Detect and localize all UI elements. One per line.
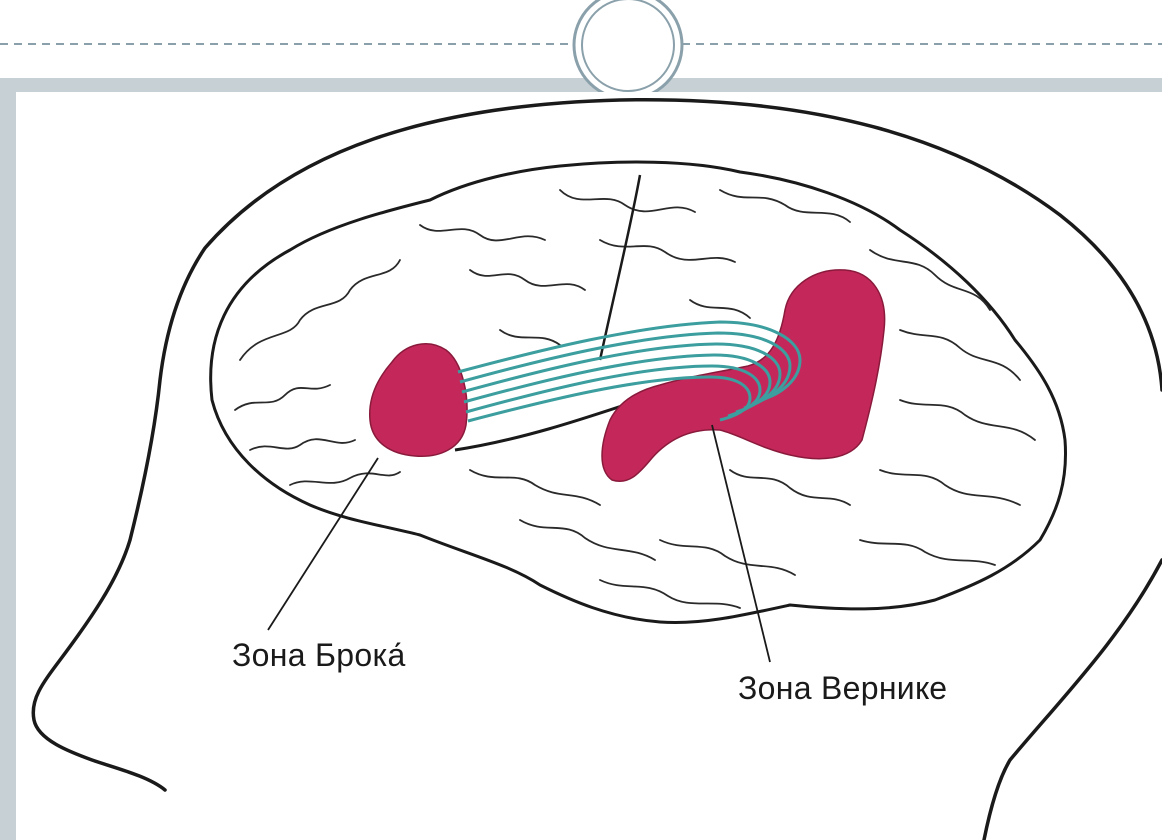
header-circle-ornament — [560, 0, 700, 122]
wernicke-area-label: Зона Верникe — [738, 670, 947, 707]
broca-area-label: Зона Брока́ — [232, 637, 406, 674]
brain — [211, 162, 1066, 623]
